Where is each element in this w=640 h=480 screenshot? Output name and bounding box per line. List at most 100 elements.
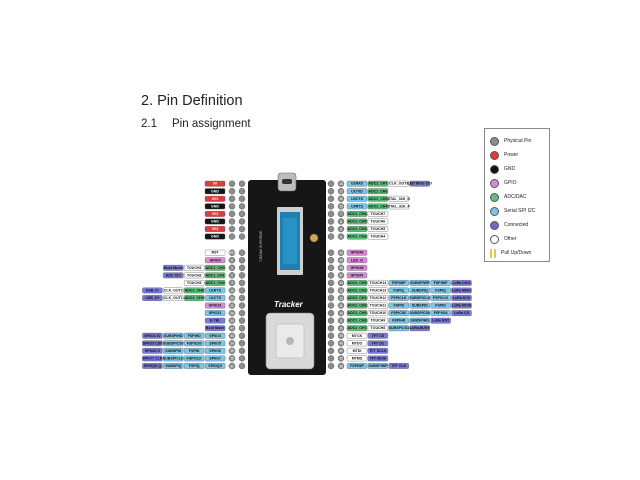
right-pin-number: 13 bbox=[339, 289, 343, 293]
right-top-pin-function-box bbox=[346, 233, 368, 240]
right-pin-function-box bbox=[388, 287, 409, 294]
right-pin-function: LoRa DIO1 bbox=[452, 281, 470, 285]
right-top-pin-number: 17 bbox=[339, 190, 343, 194]
right-pin-function: TFT SCLK bbox=[369, 349, 387, 353]
right-pin-function-box bbox=[430, 310, 451, 316]
left-top-pin bbox=[228, 233, 236, 240]
left-pin-function-box bbox=[142, 295, 163, 301]
legend-item: Physical Pin bbox=[490, 136, 531, 146]
right-pin-function-box bbox=[430, 302, 451, 309]
section-title: 2. Pin Definition bbox=[141, 93, 243, 109]
right-pin-inner bbox=[327, 302, 335, 309]
left-pin-inner bbox=[238, 287, 246, 294]
left-pin-function: U1RTS bbox=[209, 288, 221, 292]
left-pin-function: SUBSPIQ bbox=[165, 364, 181, 368]
right-pin-function-box bbox=[409, 295, 430, 301]
right-pin bbox=[337, 362, 345, 370]
right-top-pin-function: XTAL_32K_N bbox=[388, 197, 411, 201]
left-pin-function: SPIIO4 bbox=[209, 334, 221, 338]
left-pin-function-box bbox=[163, 347, 184, 354]
left-pin-inner bbox=[238, 279, 246, 287]
right-top-pin-inner bbox=[327, 195, 335, 203]
right-pin-function-box bbox=[388, 363, 409, 369]
right-pin-function-box bbox=[346, 257, 368, 264]
right-pin-function-box bbox=[388, 310, 409, 316]
left-power-label-box bbox=[204, 211, 226, 217]
right-top-pin bbox=[337, 233, 345, 240]
left-pin-function: SPIDQS Q bbox=[144, 364, 162, 368]
left-pin-function-box bbox=[163, 264, 184, 271]
left-pin-function: RST bbox=[212, 251, 220, 255]
right-pin-function: SUBSPIWP bbox=[410, 281, 430, 285]
left-pin-function: SPIIO6 bbox=[209, 349, 221, 353]
left-pin-function-box bbox=[142, 340, 163, 347]
left-pin-function-box bbox=[163, 363, 184, 369]
legend-swatch bbox=[490, 248, 496, 258]
left-pin-number: 34 bbox=[230, 319, 234, 323]
left-pin-function: SPIIO4 IO bbox=[144, 334, 161, 338]
right-top-pin-inner bbox=[327, 210, 335, 218]
left-pin-function-box bbox=[184, 332, 205, 339]
legend-item: Serial SPI I2C bbox=[490, 206, 535, 216]
right-pin-function-box bbox=[409, 302, 430, 309]
right-pin-number: 48 bbox=[339, 266, 343, 270]
left-pin-number: 3 bbox=[231, 281, 233, 285]
right-pin-function-box bbox=[367, 347, 389, 354]
right-pin bbox=[337, 340, 345, 347]
right-top-pin bbox=[337, 180, 345, 187]
left-pin-number: 19 bbox=[230, 289, 234, 293]
right-pin-number: 38 bbox=[339, 364, 343, 368]
left-pin-inner bbox=[238, 272, 246, 279]
right-pin-number: 40 bbox=[339, 342, 343, 346]
left-pin-number: 21 bbox=[230, 304, 234, 308]
right-pin-number: 8 bbox=[340, 327, 342, 331]
left-pin-function-box bbox=[204, 287, 226, 294]
right-pin-function-box bbox=[346, 272, 368, 279]
right-pin-function-box bbox=[367, 280, 389, 286]
right-pin-function: LoRa MISO bbox=[452, 288, 471, 292]
legend-label: Power bbox=[504, 152, 519, 158]
left-pin-function-box bbox=[142, 355, 163, 362]
right-top-pin-function-box bbox=[388, 203, 409, 210]
right-top-pin-inner bbox=[327, 188, 335, 195]
right-top-pin-number: 7 bbox=[340, 212, 342, 216]
left-top-pin-inner bbox=[238, 188, 246, 195]
right-pin-function: TOUCH9 bbox=[371, 319, 386, 323]
left-pin-number: 35 bbox=[230, 349, 234, 353]
left-top-pin-inner bbox=[238, 195, 246, 203]
right-pin-function: LoRa BUSY bbox=[410, 326, 431, 330]
right-pin-function-box bbox=[346, 249, 368, 256]
right-pin bbox=[337, 249, 345, 256]
right-top-pin bbox=[337, 203, 345, 210]
right-pin-function: FSPICS0 bbox=[391, 311, 406, 315]
right-top-pin-inner bbox=[327, 180, 335, 187]
right-pin bbox=[337, 347, 345, 355]
legend-swatch bbox=[490, 192, 499, 202]
left-top-pin-inner bbox=[238, 218, 246, 225]
left-power-label: GND bbox=[211, 219, 219, 223]
right-pin-function: FSPICLK bbox=[391, 296, 407, 300]
left-pin-number: 1 bbox=[231, 266, 233, 270]
legend-item: Power bbox=[490, 150, 518, 160]
right-pin-function: SUBSPICLK bbox=[409, 296, 430, 300]
right-pin-function-box bbox=[430, 287, 451, 294]
right-pin-inner bbox=[327, 279, 335, 287]
left-pin-function-box bbox=[142, 363, 163, 369]
left-pin-inner bbox=[238, 317, 246, 324]
right-pin bbox=[337, 355, 345, 362]
left-pin-function: CLK_OUT2 bbox=[164, 288, 183, 292]
right-top-pin-function: TOUCH6 bbox=[371, 219, 386, 223]
right-top-pin-function: TOUCH4 bbox=[371, 235, 386, 239]
left-pin-function: SUBSPICLK bbox=[163, 356, 184, 360]
left-pin-function-box bbox=[163, 340, 184, 347]
right-pin bbox=[337, 264, 345, 271]
left-pin-number: RST bbox=[229, 251, 235, 255]
legend-label: ADC/DAC bbox=[504, 194, 527, 200]
right-top-pin-function-box bbox=[346, 211, 368, 217]
right-pin-function-box bbox=[346, 280, 368, 286]
right-pin-function-box bbox=[409, 310, 430, 316]
right-top-pin-function: CLK_OUT3 bbox=[389, 182, 408, 186]
right-pin bbox=[337, 325, 345, 332]
left-pin-function: SPICS1 bbox=[209, 311, 222, 315]
